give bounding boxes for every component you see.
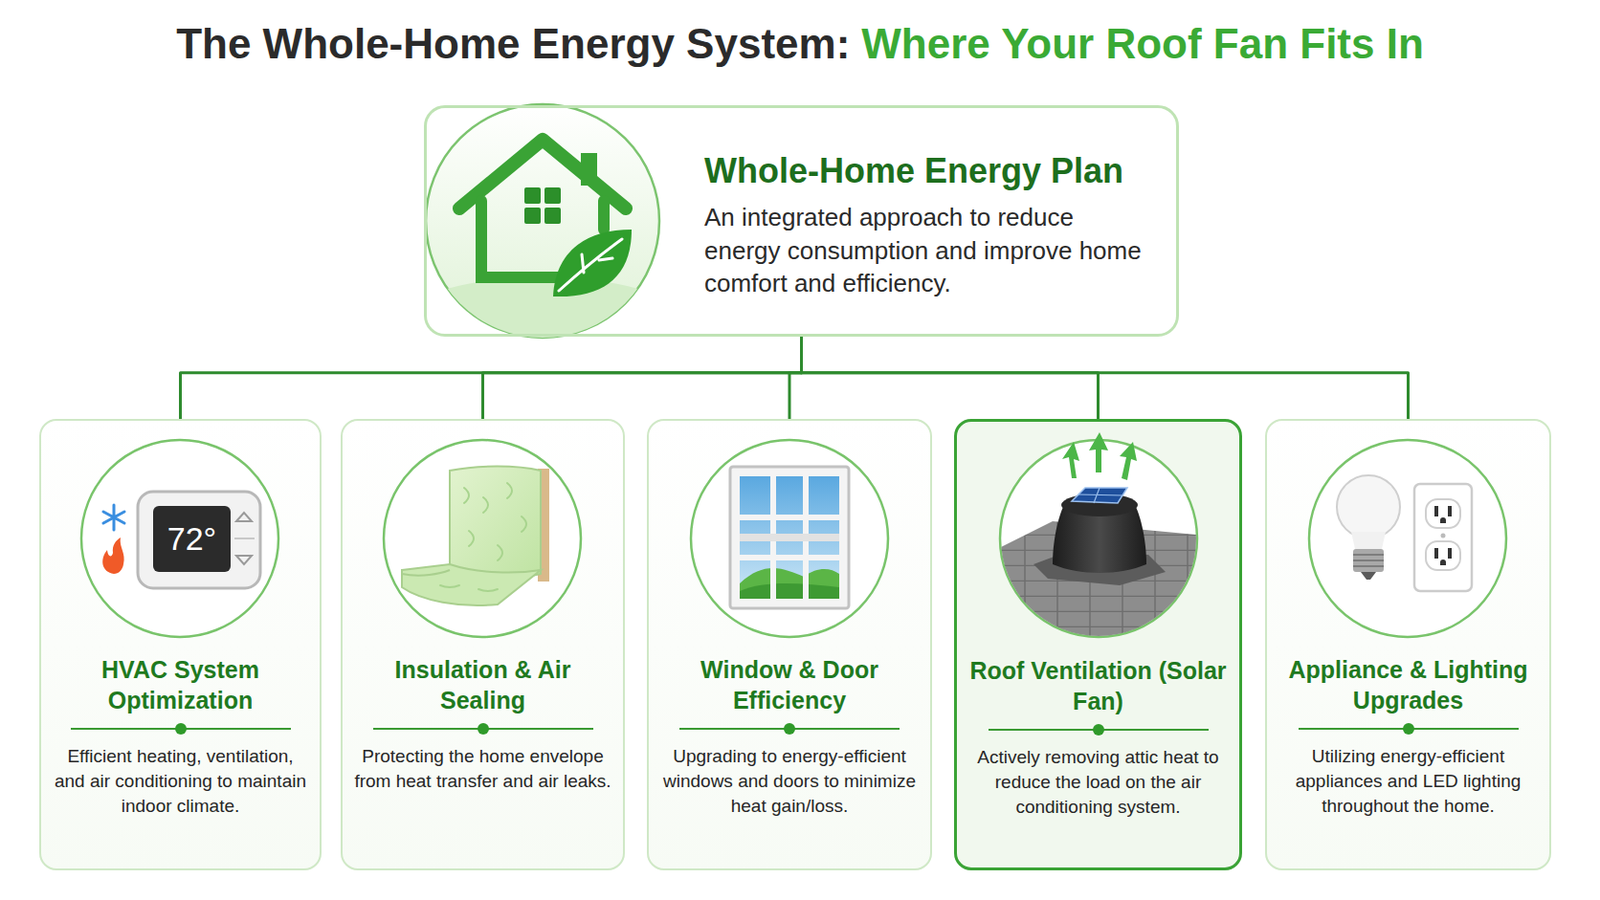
node-body: Upgrading to energy-efficient windows an… [660,744,919,821]
node-body: Efficient heating, ventilation, and air … [52,744,309,821]
node-heading: Appliance & Lighting Upgrades [1278,654,1538,716]
icon-ring [1309,440,1507,638]
bulb-outlet-icon [1336,475,1472,592]
card-ground [1265,419,1552,871]
node-heading: HVAC System Optimization [52,654,309,716]
node-body: Protecting the home envelope from heat t… [354,744,612,795]
divider [1298,723,1519,735]
tree-connector [789,336,802,420]
solar-fan-icon [995,432,1206,642]
icon-ring [690,440,889,638]
window-icon [730,466,849,609]
divider [70,723,291,735]
divider [679,723,900,735]
node-body: An integrated approach to reduce energy … [704,200,1148,300]
category-card: Roof Ventilation (Solar Fan) Actively rem… [954,419,1243,871]
title: The Whole-Home Energy System: [176,19,850,70]
card-ground [954,419,1243,871]
thermostat-reading: 72° [154,507,230,572]
card-ground [39,419,322,871]
title-highlight: Where Your Roof Fan Fits In [861,19,1424,70]
tree-connector [801,336,1409,420]
card-ground [340,419,625,871]
node-heading: Whole-Home Energy Plan [704,150,1124,192]
node-body: Actively removing attic heat to reduce t… [968,745,1228,822]
thermostat-icon [102,491,261,589]
plan-icon [408,104,677,355]
icon-ring [383,440,581,638]
category-card: Window & Door EfficiencyUpgrading to ene… [646,419,933,871]
insulation-batt-icon [401,466,550,607]
tree-connector [180,336,802,420]
node-body: Utilizing energy-efficient appliances an… [1278,744,1538,821]
card-ground [646,419,933,871]
category-card: Insulation & Air SealingProtecting the h… [340,419,625,871]
node-heading: Window & Door Efficiency [660,654,919,716]
tree-connector [483,336,802,420]
divider [988,724,1209,736]
node-heading: Insulation & Air Sealing [354,654,612,716]
node-heading: Roof Ventilation (Solar Fan) [968,655,1228,717]
icon-ring [81,440,279,638]
divider [373,723,594,735]
title-bar: The Whole-Home Energy System:Where Your … [0,19,1600,70]
tree-connector [801,336,1099,420]
category-card: Appliance & Lighting UpgradesUtilizing e… [1265,419,1552,871]
plan-box: Whole-Home Energy Plan An integrated appr… [423,105,1179,337]
category-card: HVAC System OptimizationEfficient heatin… [39,419,322,871]
